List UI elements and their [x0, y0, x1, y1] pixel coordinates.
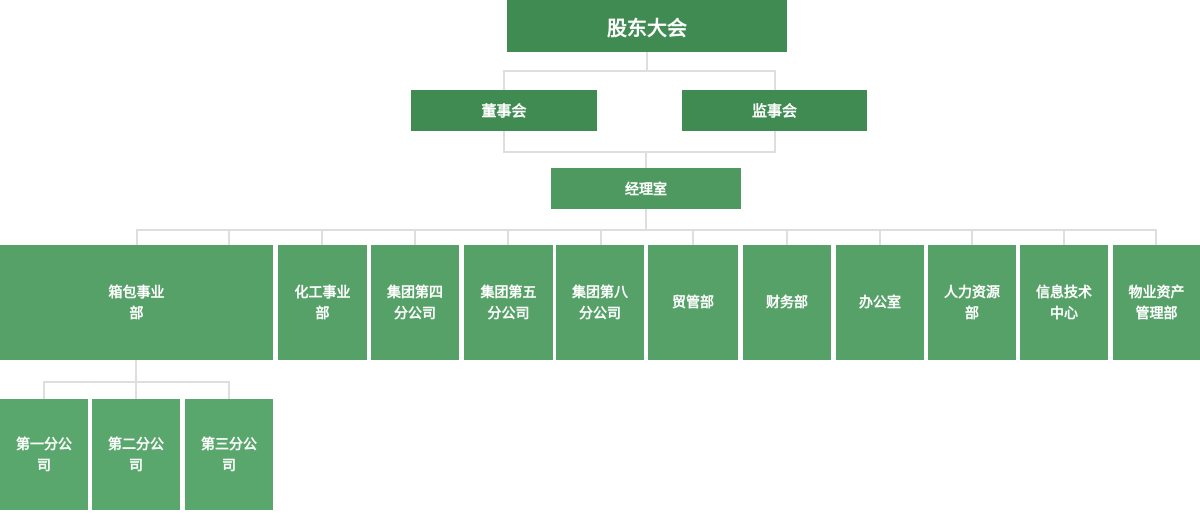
connector-line	[879, 229, 881, 245]
node-label: 第一分公司	[16, 435, 72, 473]
connector-line	[43, 381, 45, 399]
org-node-second-branch-company[interactable]: 第二分公司	[92, 399, 180, 510]
node-label: 董事会	[481, 103, 527, 120]
connector-line	[228, 381, 230, 399]
node-label: 财务部	[766, 294, 808, 310]
connector-line	[136, 229, 1157, 231]
connector-line	[228, 229, 230, 245]
node-label: 物业资产管理部	[1128, 283, 1185, 321]
org-node-trade-management-dept[interactable]: 贸管部	[648, 245, 738, 360]
connector-line	[321, 229, 323, 245]
node-label: 集团第八分公司	[572, 283, 628, 321]
org-node-board-of-directors[interactable]: 董事会	[411, 90, 597, 131]
org-node-manager-office[interactable]: 经理室	[551, 168, 741, 209]
node-label: 贸管部	[672, 294, 714, 310]
node-label: 集团第五分公司	[480, 283, 537, 321]
org-node-supervisory-board[interactable]: 监事会	[682, 90, 867, 131]
org-node-luggage-division[interactable]: 箱包事业部	[0, 245, 273, 360]
node-label: 箱包事业部	[108, 283, 165, 321]
connector-line	[503, 70, 505, 90]
connector-line	[503, 151, 776, 153]
org-node-group-fifth-branch[interactable]: 集团第五分公司	[464, 245, 553, 360]
connector-line	[600, 229, 602, 245]
node-label: 第三分公司	[201, 435, 257, 473]
connector-line	[971, 229, 973, 245]
org-node-property-asset-dept[interactable]: 物业资产管理部	[1113, 245, 1200, 360]
connector-line	[774, 131, 776, 151]
org-node-third-branch-company[interactable]: 第三分公司	[185, 399, 273, 510]
node-label: 人力资源部	[944, 283, 1000, 321]
node-label: 化工事业部	[294, 283, 351, 321]
org-node-group-eighth-branch[interactable]: 集团第八分公司	[556, 245, 644, 360]
connector-line	[1155, 229, 1157, 245]
org-node-finance-dept[interactable]: 财务部	[743, 245, 831, 360]
connector-line	[503, 131, 505, 151]
node-label: 集团第四分公司	[387, 283, 443, 321]
connector-line	[645, 151, 647, 168]
node-label: 监事会	[751, 103, 797, 120]
org-node-group-fourth-branch[interactable]: 集团第四分公司	[371, 245, 459, 360]
connector-line	[645, 209, 647, 229]
connector-line	[774, 70, 776, 90]
connector-line	[414, 229, 416, 245]
org-node-first-branch-company[interactable]: 第一分公司	[0, 399, 88, 510]
connector-line	[692, 229, 694, 245]
connector-line	[503, 70, 776, 72]
org-node-general-office[interactable]: 办公室	[836, 245, 924, 360]
org-node-it-center[interactable]: 信息技术中心	[1020, 245, 1108, 360]
connector-line	[136, 229, 138, 245]
connector-line	[646, 52, 648, 70]
connector-line	[786, 229, 788, 245]
connector-line	[135, 381, 137, 399]
org-node-shareholders-meeting[interactable]: 股东大会	[507, 0, 787, 52]
node-label: 信息技术中心	[1036, 283, 1092, 321]
org-node-hr-dept[interactable]: 人力资源部	[928, 245, 1016, 360]
node-label: 股东大会	[607, 17, 687, 40]
org-node-chemical-division[interactable]: 化工事业部	[278, 245, 367, 360]
node-label: 办公室	[859, 294, 901, 310]
node-label: 第二分公司	[108, 435, 164, 473]
connector-line	[135, 360, 137, 381]
connector-line	[507, 229, 509, 245]
connector-line	[1063, 229, 1065, 245]
node-label: 经理室	[625, 180, 667, 197]
